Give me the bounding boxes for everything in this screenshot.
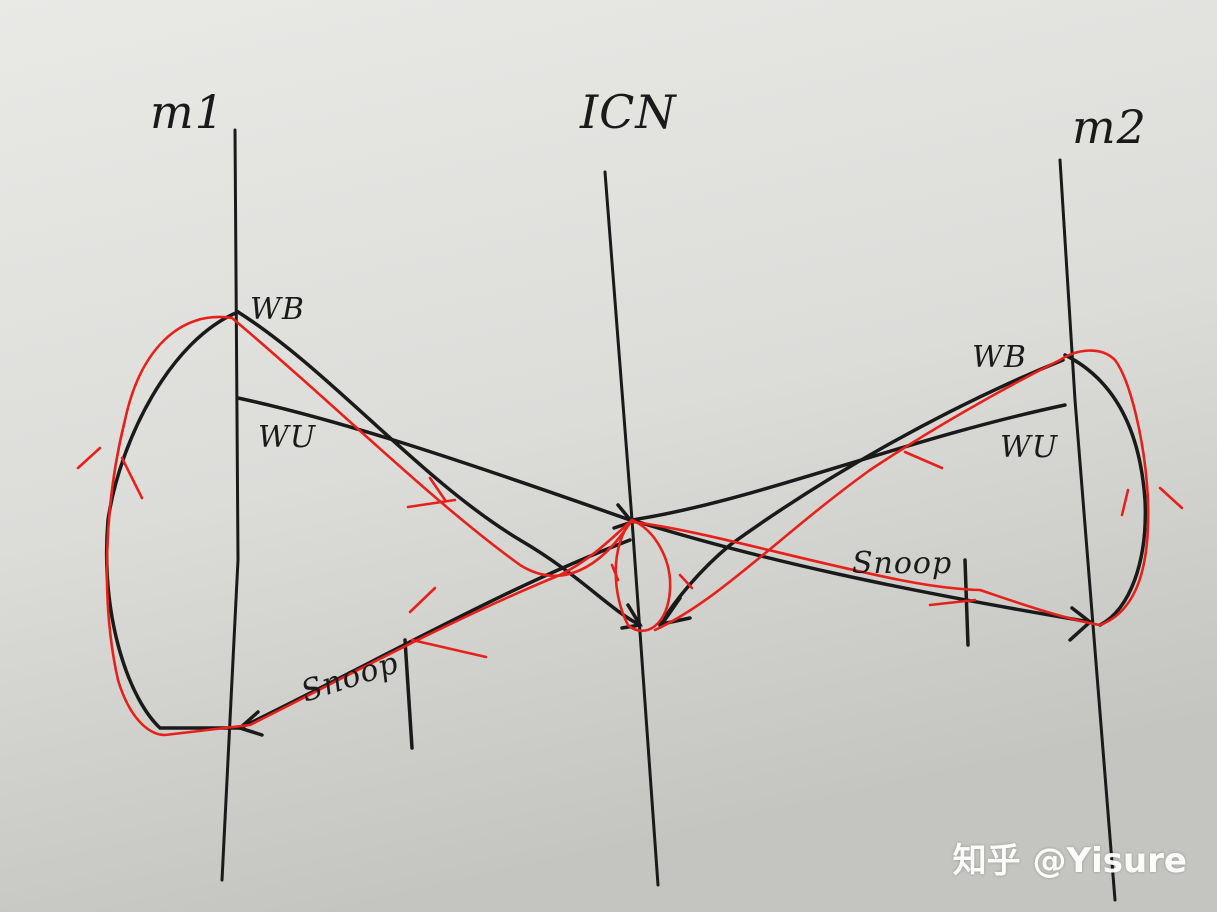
black-arrows xyxy=(104,310,1148,750)
arrow-wb-m1 xyxy=(236,310,642,627)
label-left-wu: WU xyxy=(258,420,317,455)
red-highlights xyxy=(76,315,1184,737)
label-right-wb: WB xyxy=(972,340,1027,375)
red-loop-center xyxy=(614,518,672,632)
label-right-wu: WU xyxy=(1000,430,1059,465)
red-tick-4 xyxy=(408,586,437,614)
red-tick-9 xyxy=(928,598,977,607)
red-tick-6 xyxy=(1120,488,1130,517)
red-tick-1 xyxy=(76,446,102,470)
watermark: 知乎 @Yisure xyxy=(952,841,1187,881)
label-right-snoop: Snoop xyxy=(852,546,953,581)
red-tick-2 xyxy=(120,456,144,500)
label-icn: ICN xyxy=(580,85,677,139)
arrow-snoop-to-m2 xyxy=(630,518,1092,624)
red-tick-3 xyxy=(406,498,457,509)
red-tick-5 xyxy=(410,638,488,659)
label-m1: m1 xyxy=(150,85,225,139)
red-tick-8 xyxy=(903,450,944,470)
red-tick-10 xyxy=(610,563,620,582)
red-tick-11 xyxy=(678,573,694,590)
arrowhead-icn-bottom xyxy=(620,603,643,630)
red-loop-right xyxy=(630,349,1150,632)
loop-m2 xyxy=(1063,353,1148,627)
snoop-stem-right xyxy=(963,558,970,647)
label-left-wb: WB xyxy=(250,292,305,327)
red-tick-7 xyxy=(1158,486,1184,510)
timeline-m2 xyxy=(1058,158,1117,902)
timeline-m1 xyxy=(220,128,240,882)
arrow-wu-m2 xyxy=(630,403,1067,522)
arrow-wu-m1 xyxy=(236,396,632,522)
label-m2: m2 xyxy=(1072,100,1147,154)
arrow-wb-m2 xyxy=(658,358,1065,627)
red-tick-12 xyxy=(428,476,447,502)
arrowhead-m1 xyxy=(236,710,264,737)
arrowhead-icn-right xyxy=(658,596,692,627)
snoop-stem-left xyxy=(403,638,414,750)
red-loop-left xyxy=(105,315,634,737)
